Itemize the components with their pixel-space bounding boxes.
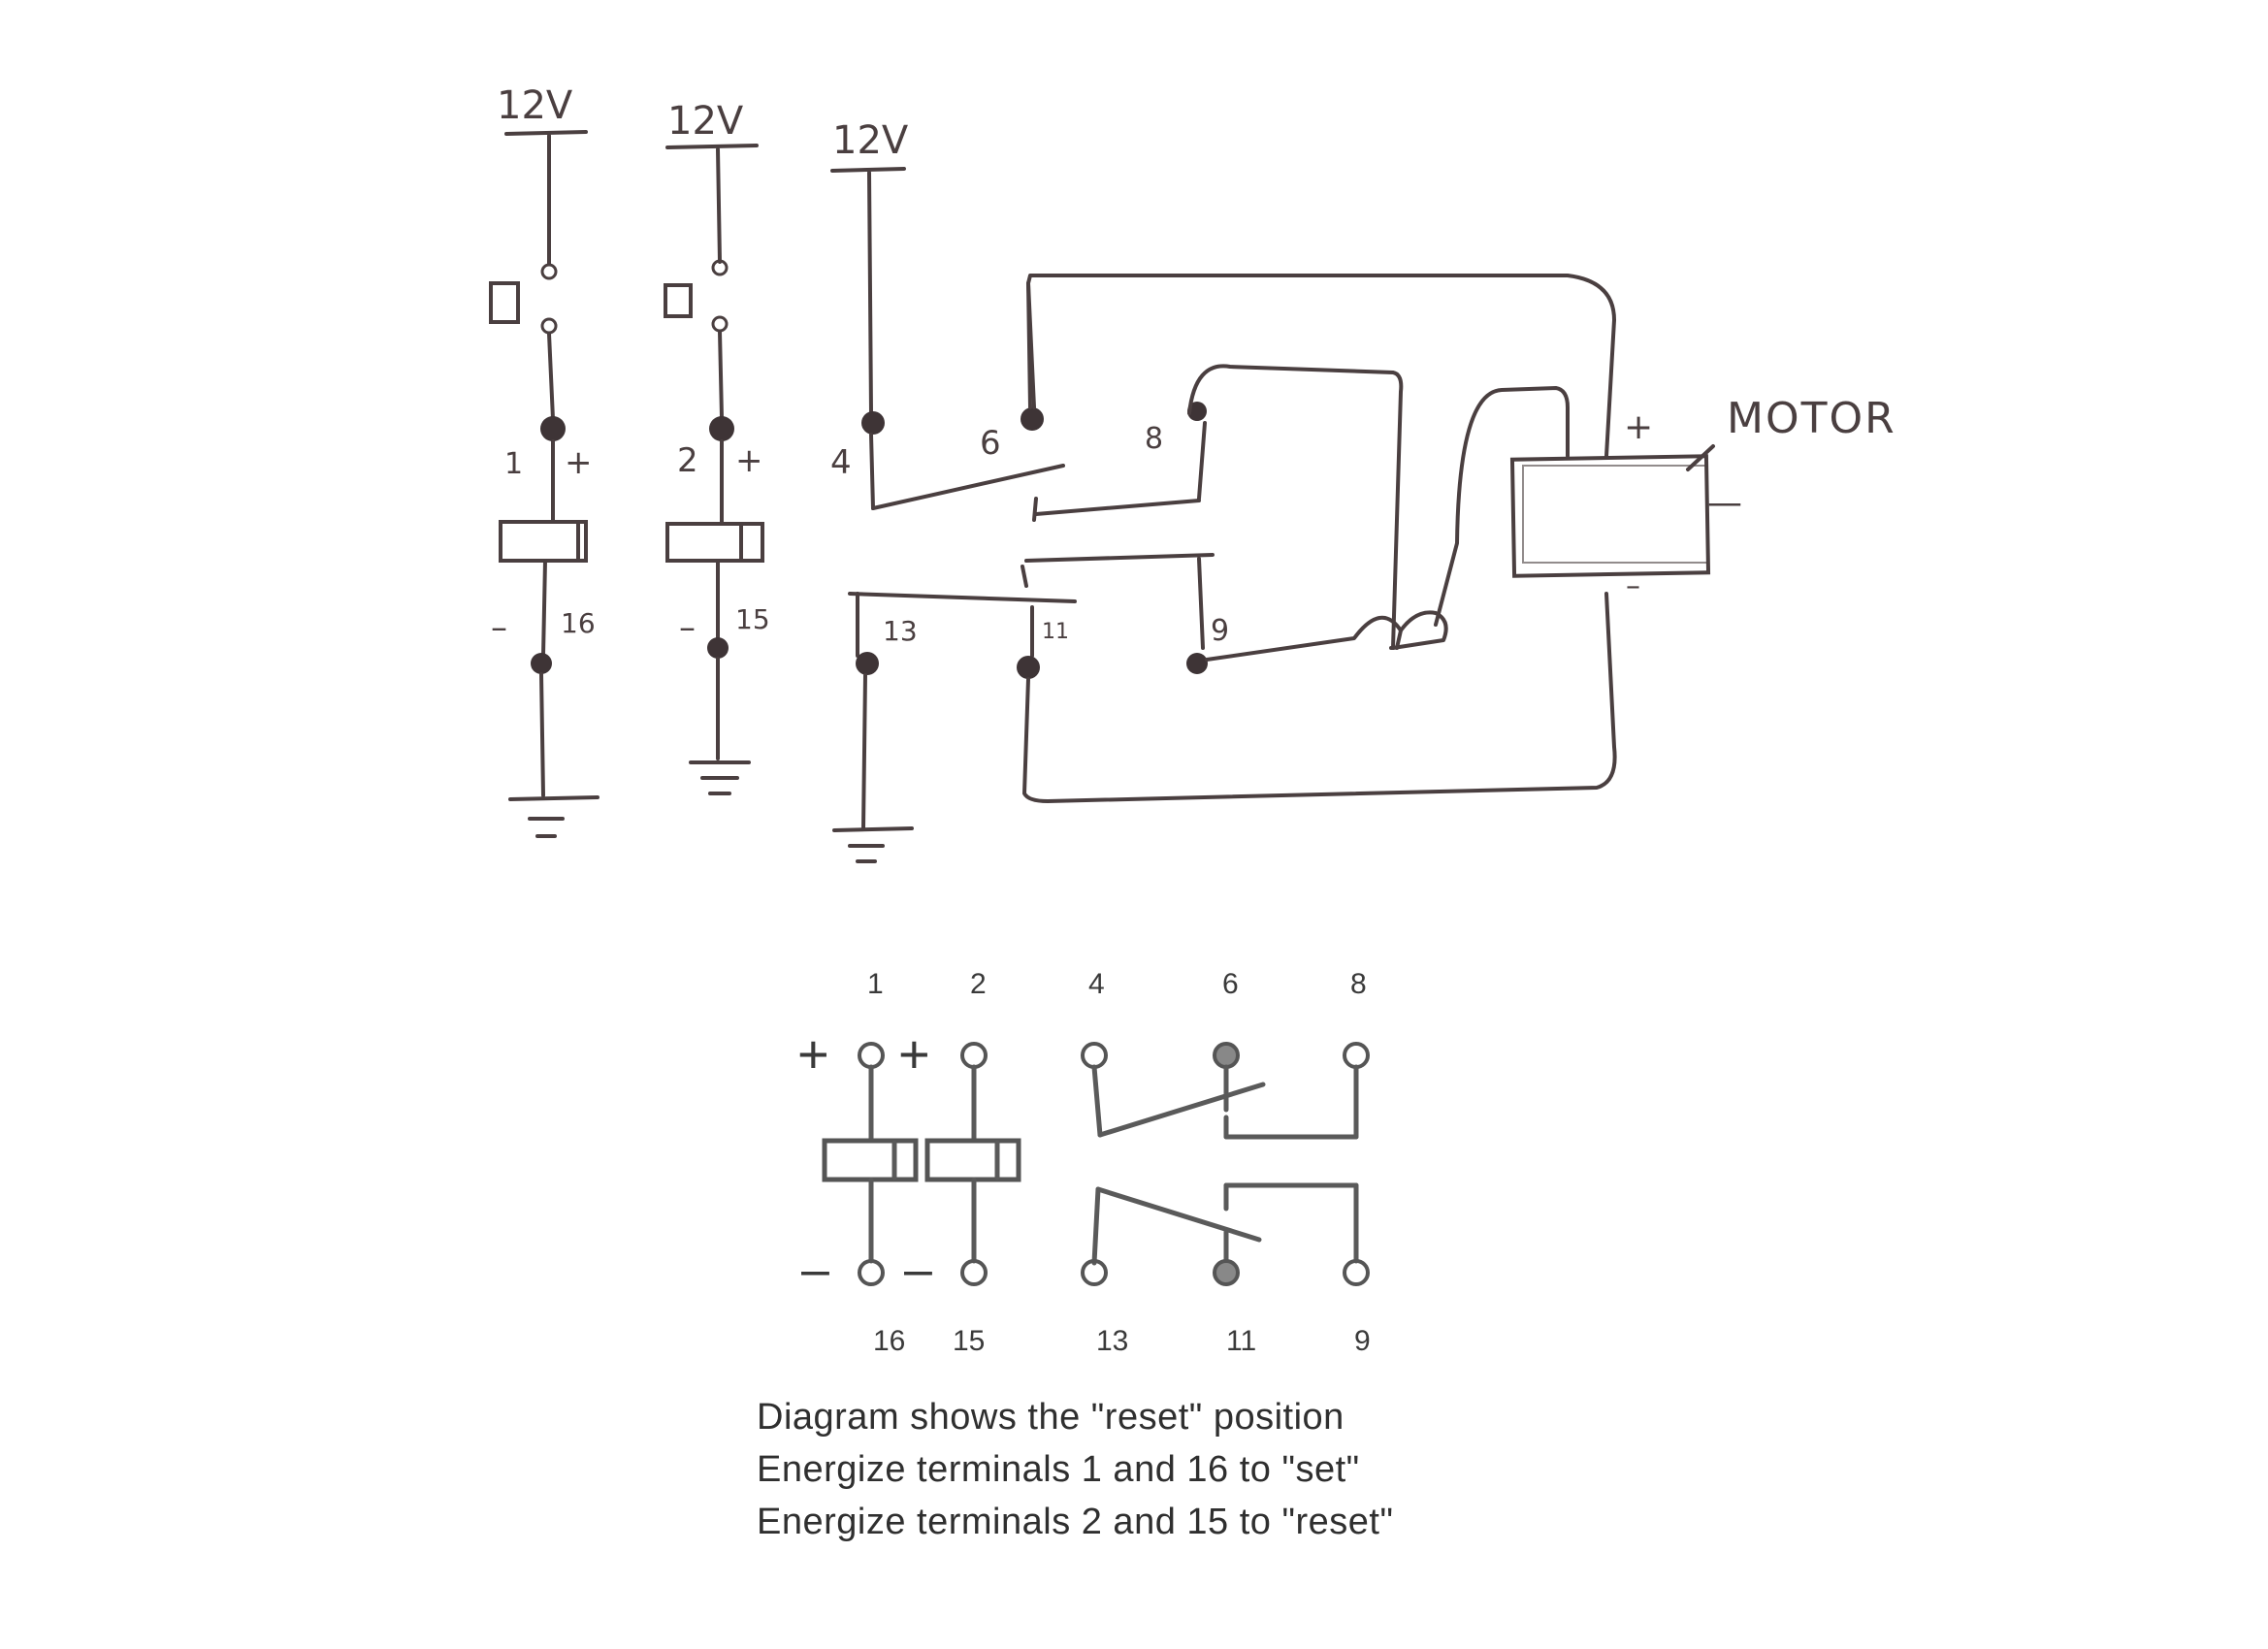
relay-pinout: 1 2 4 6 8 + + (797, 968, 1371, 1357)
motor-plus-sign: + (1624, 407, 1653, 447)
supply-bar-3 (830, 167, 906, 173)
pin-15-terminal (960, 1259, 988, 1286)
coil1-minus: – (801, 1242, 829, 1298)
motor-icon (1509, 454, 1711, 578)
motor-minus-sign: – (1626, 569, 1640, 603)
sketch-terminal-15: 15 (735, 603, 770, 635)
pin-label-6: 6 (1222, 968, 1239, 1000)
pin-8-terminal (1343, 1042, 1370, 1069)
supply-label-2: 12V (667, 99, 744, 144)
pin-16-terminal (858, 1259, 885, 1286)
motor-terminal-mark: — (1707, 483, 1742, 523)
coil1-plus: + (797, 1023, 829, 1084)
sketch-terminal-16: 16 (561, 607, 596, 639)
pin-6-terminal (1213, 1042, 1240, 1069)
note-line-1: Diagram shows the "reset" position (757, 1397, 1345, 1438)
coil-1-icon (499, 520, 588, 563)
sketch-terminal-4: 4 (830, 443, 852, 482)
note-line-2: Energize terminals 1 and 16 to "set" (757, 1449, 1360, 1490)
terminal-4-node (861, 411, 885, 435)
switch2-contact-bottom (711, 315, 729, 333)
terminal-11-node (1017, 656, 1040, 679)
sketch-terminal-2: 2 (677, 441, 698, 480)
pin-label-13: 13 (1096, 1325, 1128, 1357)
pin-label-15: 15 (953, 1325, 985, 1357)
terminal-8-node (1187, 402, 1207, 421)
sketch-terminal-8: 8 (1145, 422, 1163, 456)
supply-bar-1 (504, 130, 588, 136)
coil2-minus: – (904, 1242, 932, 1298)
supply-label-3: 12V (832, 118, 909, 163)
pin-label-11: 11 (1226, 1325, 1256, 1357)
pin-label-9: 9 (1354, 1325, 1371, 1357)
terminal-1-node (540, 416, 566, 441)
pin-label-4: 4 (1088, 968, 1105, 1000)
switch1-contact-bottom (540, 317, 558, 335)
coil-2-icon (665, 522, 764, 563)
terminal-15-node (707, 637, 729, 659)
pin-13-terminal (1081, 1259, 1108, 1286)
terminal-2-node (709, 416, 734, 441)
pin-label-1: 1 (867, 968, 884, 1000)
pin-label-16: 16 (873, 1325, 905, 1357)
sketch-plus-1: + (565, 443, 593, 482)
switch1-contact-top (540, 263, 558, 280)
hand-sketch: 12V 1 + – 16 12V 2 + – (489, 83, 1896, 863)
ground-1-icon (508, 795, 599, 801)
pin-1-terminal (858, 1042, 885, 1069)
supply-label-1: 12V (497, 83, 573, 128)
motor-label: MOTOR (1727, 394, 1896, 443)
pin-11-terminal (1213, 1259, 1240, 1286)
sketch-terminal-9: 9 (1211, 614, 1229, 648)
sketch-plus-2: + (735, 441, 763, 480)
ground-3-icon (832, 826, 914, 832)
sketch-terminal-1: 1 (504, 447, 523, 481)
wire-6-to-motor-plus (1026, 274, 1616, 458)
pin-label-8: 8 (1350, 968, 1367, 1000)
pushbutton-2-icon (664, 283, 693, 318)
pin-9-terminal (1343, 1259, 1370, 1286)
relay-coil-2-icon (924, 1138, 1021, 1182)
terminal-6-node (1021, 407, 1044, 431)
terminal-9-node (1186, 653, 1208, 674)
sketch-terminal-11: 11 (1042, 620, 1069, 644)
switch2-contact-top (711, 259, 729, 276)
pin-label-2: 2 (970, 968, 987, 1000)
pin-4-terminal (1081, 1042, 1108, 1069)
terminal-16-node (531, 653, 552, 674)
sketch-terminal-6: 6 (980, 424, 1001, 463)
wire-11-to-motor-minus (1022, 592, 1617, 803)
note-line-3: Energize terminals 2 and 15 to "reset" (757, 1502, 1394, 1542)
pushbutton-1-icon (489, 281, 520, 324)
relay-coil-1-icon (822, 1138, 919, 1182)
sketch-minus-2: – (679, 608, 696, 647)
sketch-terminal-13: 13 (883, 615, 918, 647)
terminal-13-node (856, 652, 879, 675)
sketch-minus-1: – (491, 608, 507, 647)
supply-bar-2 (665, 144, 759, 149)
coil2-plus: + (898, 1023, 930, 1084)
pin-2-terminal (960, 1042, 988, 1069)
